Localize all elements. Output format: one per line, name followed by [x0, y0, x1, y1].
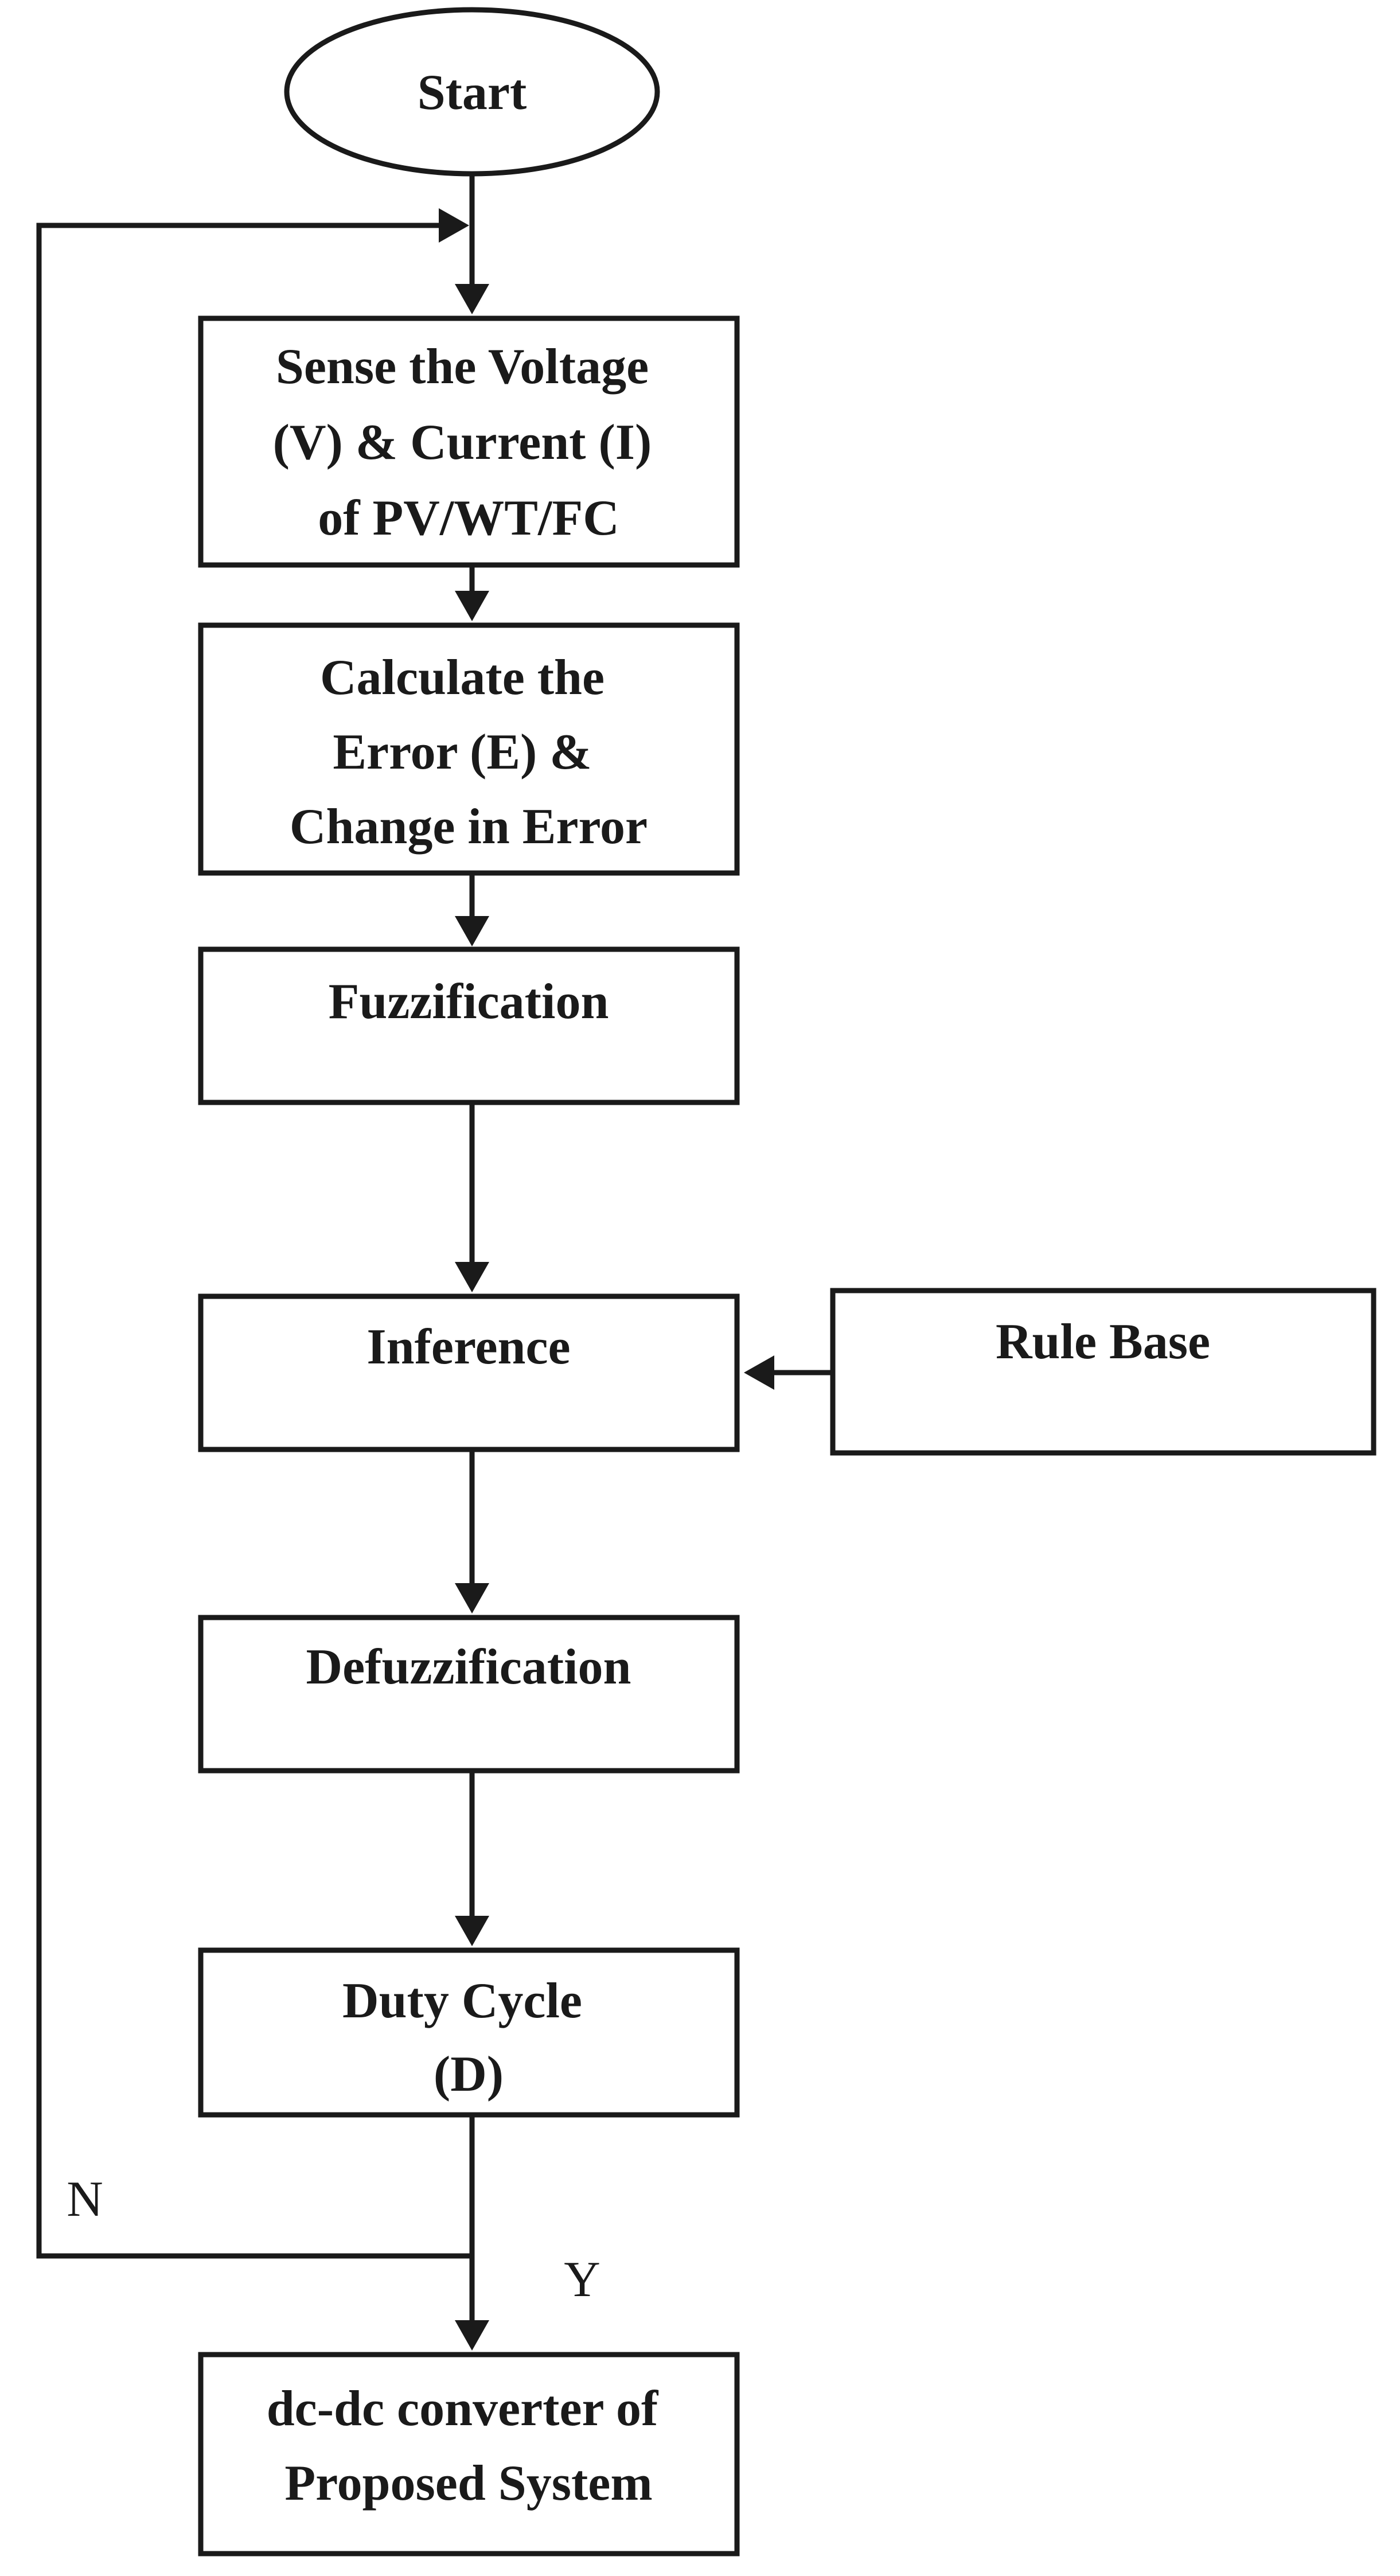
duty-cycle-label: Duty Cycle (D) [342, 1973, 595, 2102]
fuzzification-node: Fuzzification [198, 946, 740, 1105]
sense-label: Sense the Voltage (V) & Current (I) of P… [273, 339, 665, 546]
inference-label: Inference [366, 1319, 570, 1375]
rule-base-node: Rule Base [830, 1288, 1376, 1456]
converter-label: dc-dc converter of Proposed System [267, 2381, 671, 2511]
arrowhead-into-calculate [455, 591, 489, 621]
rule-base-label: Rule Base [996, 1314, 1210, 1370]
calculate-node: Calculate the Error (E) & Change in Erro… [198, 622, 740, 876]
calculate-label: Calculate the Error (E) & Change in Erro… [290, 650, 648, 855]
converter-node: dc-dc converter of Proposed System [198, 2352, 740, 2556]
arrowhead-into-converter [455, 2320, 489, 2351]
arrowhead-feedback [439, 208, 469, 243]
arrowhead-into-inference [455, 1262, 489, 1292]
defuzzification-node: Defuzzification [198, 1615, 740, 1774]
arrowhead-into-inference-right [744, 1355, 774, 1390]
defuzzification-label: Defuzzification [306, 1639, 631, 1695]
yes-branch-label: Y [564, 2252, 600, 2308]
fuzzification-label: Fuzzification [329, 974, 609, 1030]
connector-feedback-loop [36, 223, 472, 2259]
connectors [36, 174, 833, 2351]
start-node: Start [284, 7, 660, 177]
arrowhead-into-dutycycle [455, 1916, 489, 1946]
duty-cycle-node: Duty Cycle (D) [198, 1947, 740, 2118]
inference-node: Inference [198, 1293, 740, 1452]
start-label: Start [418, 65, 527, 120]
arrowhead-into-defuzzification [455, 1583, 489, 1614]
sense-node: Sense the Voltage (V) & Current (I) of P… [198, 315, 740, 568]
arrowhead-into-fuzzification [455, 916, 489, 946]
arrowhead-into-sense [455, 284, 489, 314]
no-branch-label: N [67, 2172, 103, 2227]
